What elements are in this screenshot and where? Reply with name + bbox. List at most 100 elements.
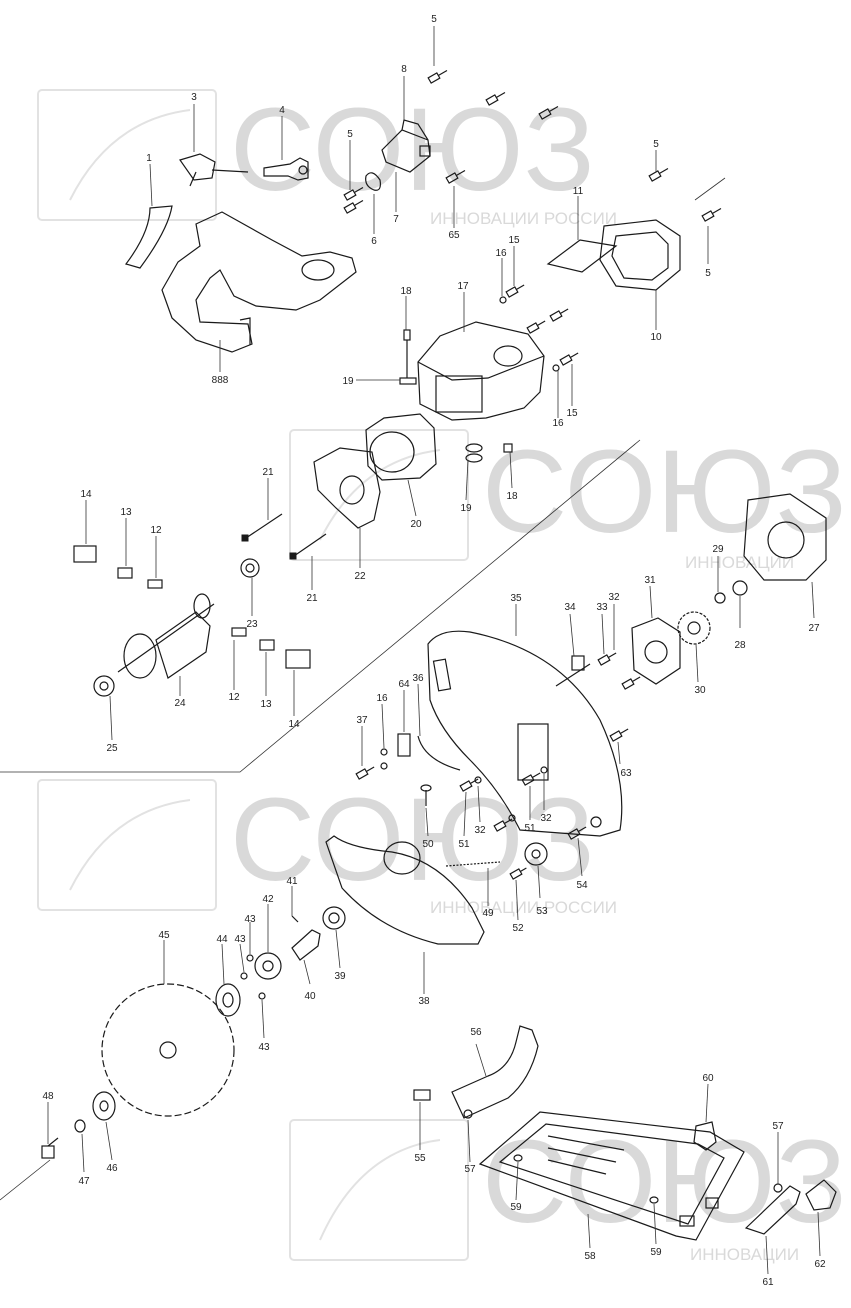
watermark-bottom-right: СОЮЗ ИННОВАЦИИ	[289, 1116, 847, 1264]
callout-label: 24	[174, 698, 186, 709]
handle-housing-icon	[161, 211, 357, 353]
callout-label: 12	[150, 525, 162, 536]
callout-label: 53	[536, 906, 548, 917]
depth-lever-icon	[693, 1121, 717, 1151]
screw-15-icon	[499, 284, 579, 372]
output-spindle-icon	[291, 915, 321, 961]
callout-label: 57	[772, 1121, 784, 1132]
callout-label: 42	[262, 894, 274, 905]
armature-rotor-icon	[117, 593, 215, 679]
saw-blade-icon	[101, 983, 235, 1117]
callout-label: 32	[540, 813, 552, 824]
pin-59-icon	[513, 1154, 659, 1204]
callout-label: 8	[401, 64, 407, 75]
callout-label: 25	[106, 743, 118, 754]
inner-flange-icon	[215, 983, 241, 1017]
callout-label: 60	[702, 1073, 714, 1084]
callout-label: 18	[400, 286, 412, 297]
watermark-tagline-low: ИННОВАЦИИ РОССИИ	[430, 898, 617, 917]
callout-label: 58	[584, 1251, 596, 1262]
watermark-tagline-top: ИННОВАЦИИ РОССИИ	[430, 209, 617, 228]
callout-label: 16	[495, 248, 507, 259]
bushing-icon	[714, 580, 748, 604]
rear-cover-icon	[546, 219, 681, 291]
callout-label: 35	[510, 593, 522, 604]
handle-grip-icon	[124, 205, 173, 269]
callout-label: 7	[393, 214, 399, 225]
callout-label: 29	[712, 544, 724, 555]
washer-icon	[74, 1119, 86, 1133]
callout-label: 61	[762, 1277, 774, 1288]
bevel-bracket-icon	[413, 1025, 539, 1119]
stator-icon	[365, 413, 437, 481]
callout-label: 3	[191, 92, 197, 103]
callout-label: 21	[306, 593, 318, 604]
callout-label: 22	[354, 571, 366, 582]
callout-label: 65	[448, 230, 460, 241]
watermark-brand-low: СОЮЗ	[230, 774, 595, 906]
callout-label: 51	[524, 823, 536, 834]
spindle-shaft-icon	[555, 655, 591, 687]
callout-label: 50	[422, 839, 434, 850]
callout-label: 36	[412, 673, 424, 684]
cable-clamp-icon	[365, 172, 381, 191]
callout-label: 5	[653, 139, 659, 150]
callout-label: 19	[460, 503, 472, 514]
callout-label: 19	[342, 376, 354, 387]
callout-label: 888	[212, 375, 229, 386]
callout-label: 44	[216, 934, 228, 945]
bearing-23-icon	[240, 558, 260, 578]
callout-label: 43	[258, 1042, 270, 1053]
callout-label: 28	[734, 640, 746, 651]
roller-icon	[509, 842, 548, 880]
blade-bolt-icon	[41, 1137, 59, 1159]
callout-label: 54	[576, 880, 588, 891]
callout-label: 46	[106, 1163, 118, 1174]
small-nut-icon	[355, 748, 388, 780]
bearing-plate-icon	[631, 617, 681, 685]
callout-label: 55	[414, 1153, 426, 1164]
callout-label: 16	[376, 693, 388, 704]
upper-blade-guard-icon	[427, 630, 623, 837]
callout-label: 14	[288, 719, 300, 730]
callout-label: 41	[286, 876, 298, 887]
locking-knob-icon	[805, 1179, 837, 1211]
callout-label: 38	[418, 996, 430, 1007]
bearing-retainer-icon	[254, 952, 282, 980]
gear-icon	[677, 611, 711, 645]
callout-label: 23	[246, 619, 258, 630]
callout-label: 62	[814, 1259, 826, 1270]
callout-label: 5	[431, 14, 437, 25]
callout-label: 27	[808, 623, 820, 634]
screw-33-icon	[597, 652, 641, 690]
callout-label: 1	[146, 153, 152, 164]
callout-label: 43	[234, 934, 246, 945]
callout-label: 32	[608, 592, 620, 603]
callout-label: 47	[78, 1176, 90, 1187]
callout-label: 6	[371, 236, 377, 247]
callout-label: 21	[262, 467, 274, 478]
callout-label: 30	[694, 685, 706, 696]
watermark-tagline-mid: ИННОВАЦИИ	[685, 553, 794, 572]
screw-5-icon	[343, 69, 722, 222]
callout-label: 33	[596, 602, 608, 613]
callout-label: 17	[457, 281, 469, 292]
callout-label: 57	[464, 1164, 476, 1175]
base-plate-icon	[478, 1111, 745, 1241]
callout-label: 45	[158, 930, 170, 941]
callout-label: 16	[552, 418, 564, 429]
callout-label: 11	[573, 186, 584, 197]
callout-label: 40	[304, 991, 316, 1002]
screw-43-icon	[240, 954, 266, 1000]
callout-label: 32	[474, 825, 486, 836]
gear-housing-cover-icon	[743, 493, 827, 581]
callout-label: 13	[120, 507, 132, 518]
callout-label: 39	[334, 971, 346, 982]
callout-label: 14	[80, 489, 92, 500]
screw-63-icon	[459, 728, 629, 840]
callout-label: 5	[705, 268, 711, 279]
watermark-brand-mid: СОЮЗ	[482, 426, 847, 558]
callout-label: 48	[42, 1091, 54, 1102]
watermark-left-low: СОЮЗ ИННОВАЦИИ РОССИИ	[37, 774, 617, 917]
watermark-tagline-bottom: ИННОВАЦИИ	[690, 1245, 799, 1264]
